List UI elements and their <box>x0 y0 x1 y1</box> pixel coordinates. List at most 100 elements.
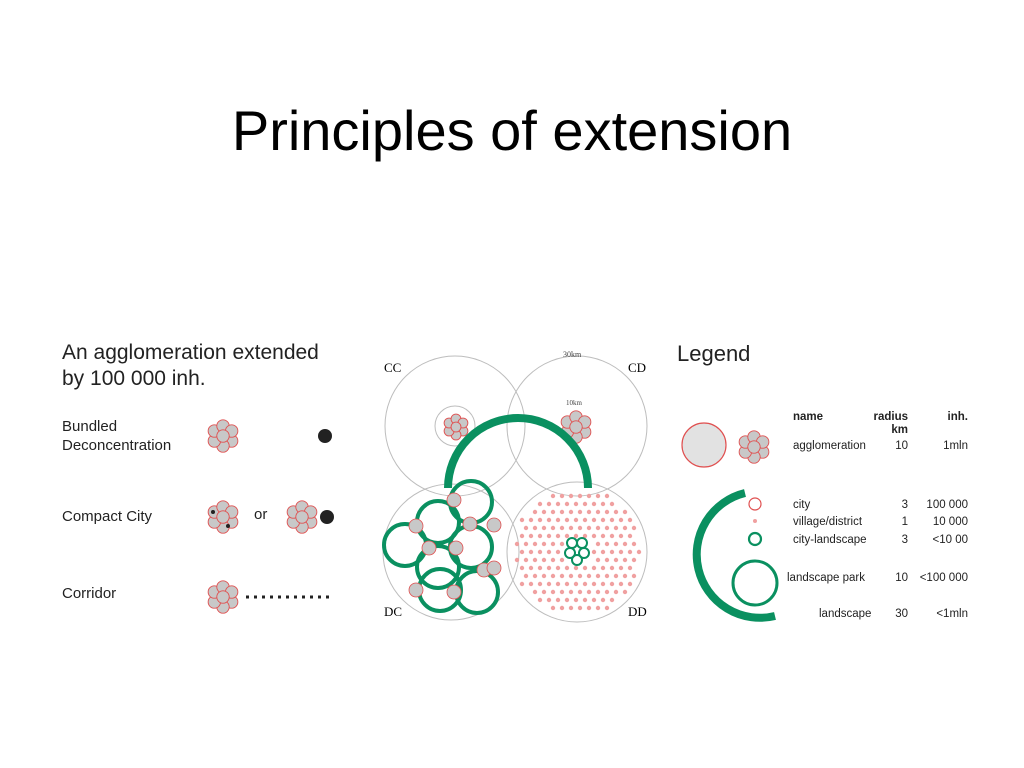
cc-cluster-icon <box>443 413 469 441</box>
village-dot <box>591 565 597 571</box>
village-dot <box>631 525 637 531</box>
village-dot <box>636 549 642 555</box>
village-dot <box>568 493 574 499</box>
seed-dot <box>226 524 230 528</box>
village-dot <box>622 509 628 515</box>
village-dot <box>550 509 556 515</box>
village-dot <box>613 557 619 563</box>
village-dot <box>622 557 628 563</box>
village-dot <box>618 533 624 539</box>
village-dot <box>609 597 615 603</box>
village-dot <box>559 493 565 499</box>
village-dot <box>519 549 525 555</box>
legend-city-icon <box>748 497 762 511</box>
village-dot <box>537 565 543 571</box>
village-dot <box>550 525 556 531</box>
core-circle <box>569 420 583 434</box>
village-dot <box>582 597 588 603</box>
village-dot <box>541 589 547 595</box>
village-dot <box>595 493 601 499</box>
village-dot <box>559 557 565 563</box>
cc-inner-circle <box>434 405 476 447</box>
village-dot <box>622 589 628 595</box>
dd-city-landscape-icon <box>564 537 590 566</box>
village-dot <box>550 605 556 611</box>
village-dot <box>582 517 588 523</box>
village-dot <box>546 501 552 507</box>
satellite-city-dot-icon <box>318 429 332 443</box>
dd-village-dots <box>514 493 642 611</box>
village-dot <box>586 525 592 531</box>
village-dot <box>609 549 615 555</box>
cd-cluster-icon <box>560 410 592 444</box>
village-dot <box>550 541 556 547</box>
village-dot <box>582 565 588 571</box>
village-dot <box>609 517 615 523</box>
village-dot <box>618 581 624 587</box>
village-dot <box>541 541 547 547</box>
cd-boundary-circle <box>506 355 648 497</box>
village-dot <box>591 549 597 555</box>
small-green-ring <box>566 537 578 549</box>
village-dot <box>595 589 601 595</box>
legend-row-radius: 3 <box>901 534 908 546</box>
village-dot <box>595 605 601 611</box>
left-heading-line2: by 100 000 inh. <box>62 367 206 390</box>
village-dot <box>577 589 583 595</box>
village-dot <box>595 541 601 547</box>
small-green-ring <box>578 547 590 559</box>
village-dot <box>631 557 637 563</box>
village-dot <box>627 581 633 587</box>
village-dot <box>541 557 547 563</box>
village-dot <box>586 605 592 611</box>
village-dot <box>595 573 601 579</box>
seed-dot <box>211 510 215 514</box>
village-dot <box>618 565 624 571</box>
legend-header-name: name <box>793 411 824 423</box>
village-dot <box>564 597 570 603</box>
bundled-deconcentration-label: Bundled Deconcentration <box>62 417 171 455</box>
village-dot <box>564 501 570 507</box>
scale-label-10km: 10km <box>566 399 583 407</box>
village-dot <box>595 557 601 563</box>
legend-row-name: city <box>793 499 811 511</box>
village-dot <box>564 533 570 539</box>
city-node <box>486 517 502 533</box>
village-dot <box>559 541 565 547</box>
village-dot <box>600 549 606 555</box>
left-heading-line1: An agglomeration extended <box>62 341 319 364</box>
legend-agglomeration-cluster-icon <box>738 430 770 464</box>
village-dot <box>528 549 534 555</box>
village-dot <box>555 501 561 507</box>
village-dot <box>604 509 610 515</box>
village-dot <box>631 541 637 547</box>
village-dot <box>568 509 574 515</box>
village-dot <box>609 501 615 507</box>
village-dot <box>609 533 615 539</box>
village-dot <box>573 517 579 523</box>
legend-header-radius-unit: km <box>891 424 908 436</box>
village-dot <box>528 565 534 571</box>
village-dot <box>627 533 633 539</box>
village-dot <box>604 573 610 579</box>
village-dot <box>523 573 529 579</box>
village-dot <box>532 525 538 531</box>
village-dot <box>546 581 552 587</box>
village-dot <box>591 501 597 507</box>
village-dot <box>550 493 556 499</box>
legend-row-radius: 30 <box>895 608 908 620</box>
village-dot <box>519 565 525 571</box>
village-dot <box>591 517 597 523</box>
village-dot <box>528 533 534 539</box>
legend-row-name: village/district <box>793 516 863 528</box>
village-dot <box>622 541 628 547</box>
village-dot <box>546 517 552 523</box>
legend-header-radius: radius <box>873 411 908 423</box>
village-dot <box>604 557 610 563</box>
village-dot <box>591 597 597 603</box>
village-dot <box>555 517 561 523</box>
core-circle <box>295 510 309 524</box>
village-dot <box>519 533 525 539</box>
village-dot <box>613 509 619 515</box>
village-dot <box>568 605 574 611</box>
